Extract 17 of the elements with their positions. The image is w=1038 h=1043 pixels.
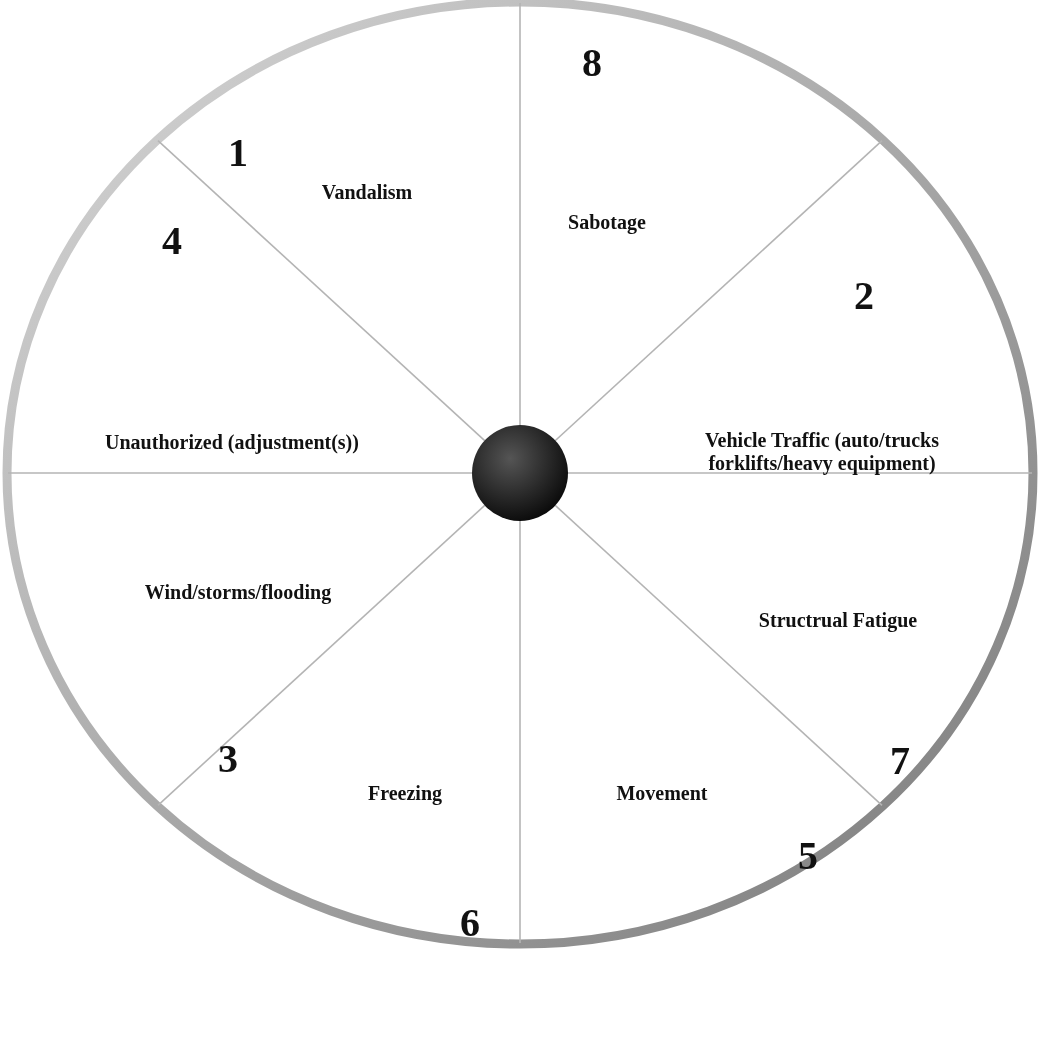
segment-number: 8	[582, 38, 602, 86]
segment-number: 7	[890, 736, 910, 784]
segment-number: 2	[854, 271, 874, 319]
segment-label: Freezing	[366, 781, 443, 805]
segment-number: 1	[228, 128, 248, 176]
segment-label: Sabotage	[567, 210, 647, 234]
segment-number: 3	[218, 734, 238, 782]
segment-label: Vandalism	[320, 180, 414, 204]
segment-label: Unauthorized (adjustment(s))	[104, 430, 360, 454]
segment-label: Movement	[615, 781, 709, 805]
segment-label: Structrual Fatigue	[757, 608, 919, 632]
segment-number: 4	[162, 216, 182, 264]
segment-number: 5	[798, 831, 818, 879]
segment-label: Wind/storms/flooding	[143, 580, 333, 604]
hub-circle	[472, 425, 568, 521]
segment-label: Vehicle Traffic (auto/trucks forklifts/heavy equipment)	[703, 429, 940, 475]
segment-number: 6	[460, 898, 480, 946]
